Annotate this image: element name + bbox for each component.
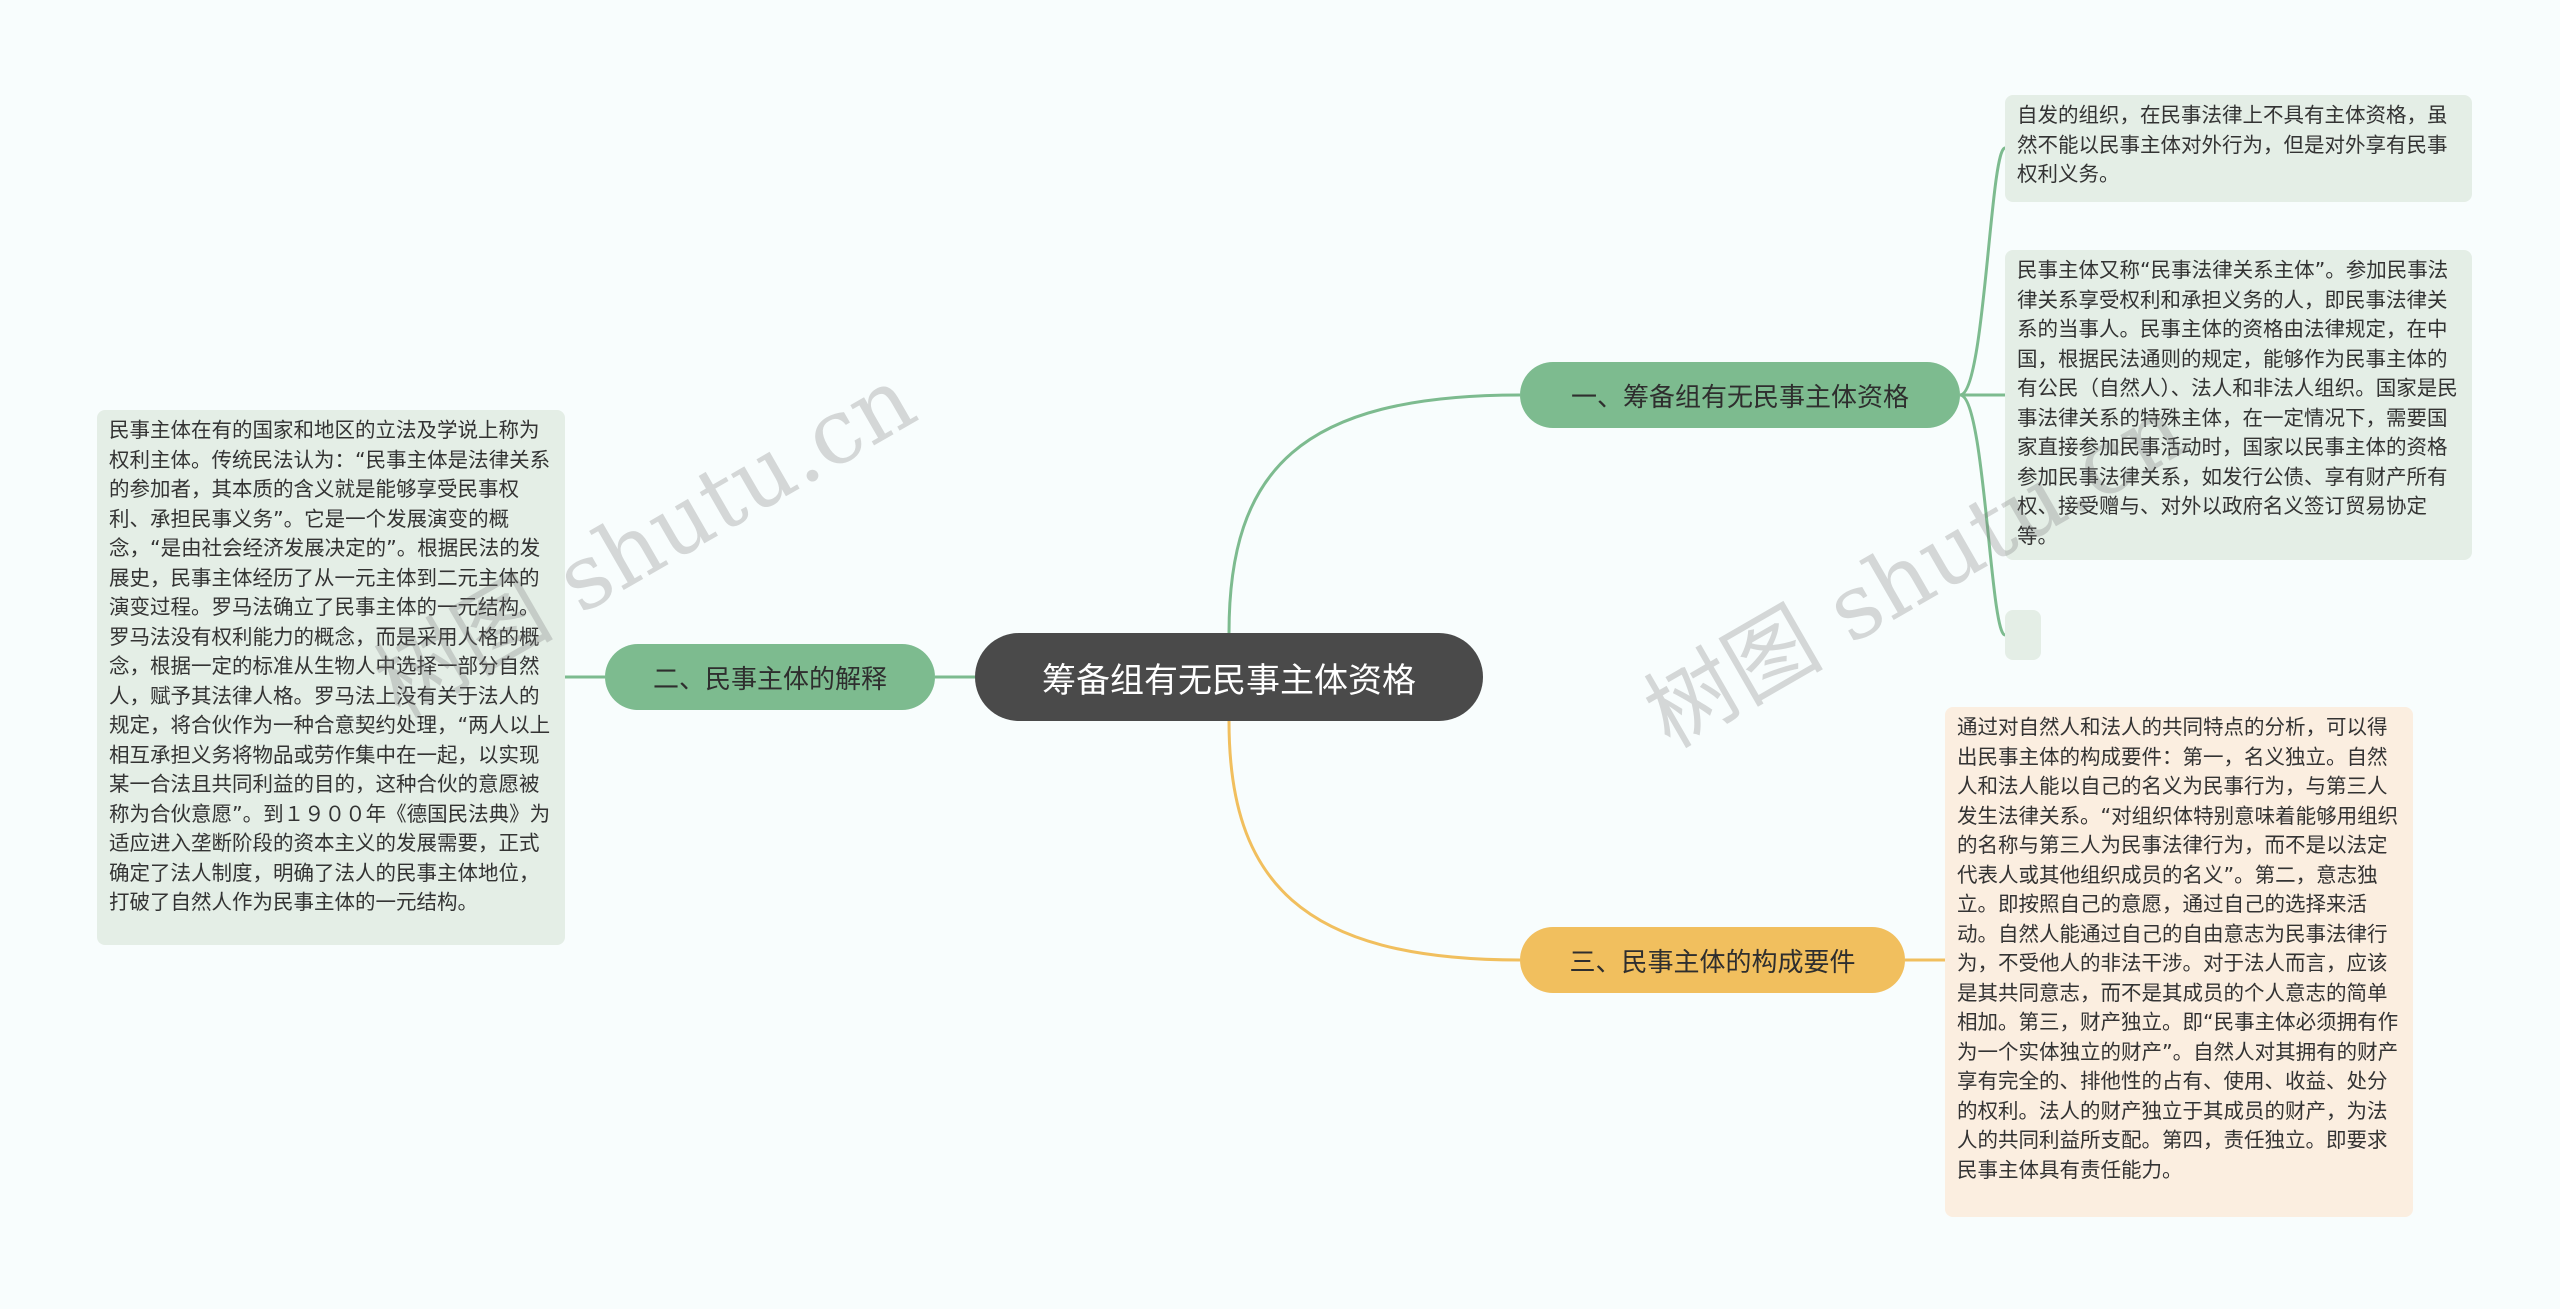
- branch-topic-2[interactable]: 二、民事主体的解释: [605, 644, 935, 710]
- leaf-node-4[interactable]: 民事主体在有的国家和地区的立法及学说上称为权利主体。传统民法认为：“民事主体是法…: [97, 410, 565, 945]
- leaf-node-empty[interactable]: [2005, 610, 2041, 660]
- leaf-node-5[interactable]: 通过对自然人和法人的共同特点的分析，可以得出民事主体的构成要件：第一，名义独立。…: [1945, 707, 2413, 1217]
- link-branch1-to-leaf1: [1959, 146, 2007, 397]
- link-root-to-branch3: [1227, 720, 1521, 962]
- leaf-node-1[interactable]: 自发的组织，在民事法律上不具有主体资格，虽然不能以民事主体对外行为，但是对外享有…: [2005, 95, 2472, 202]
- root-topic[interactable]: 筹备组有无民事主体资格: [975, 633, 1483, 721]
- link-branch1-to-leaf3: [1959, 393, 2007, 637]
- branch-topic-3[interactable]: 三、民事主体的构成要件: [1520, 927, 1905, 993]
- branch-topic-1[interactable]: 一、筹备组有无民事主体资格: [1520, 362, 1960, 428]
- leaf-node-2[interactable]: 民事主体又称“民事法律关系主体”。参加民事法律关系享受权利和承担义务的人，即民事…: [2005, 250, 2472, 560]
- link-root-to-branch1: [1227, 393, 1521, 634]
